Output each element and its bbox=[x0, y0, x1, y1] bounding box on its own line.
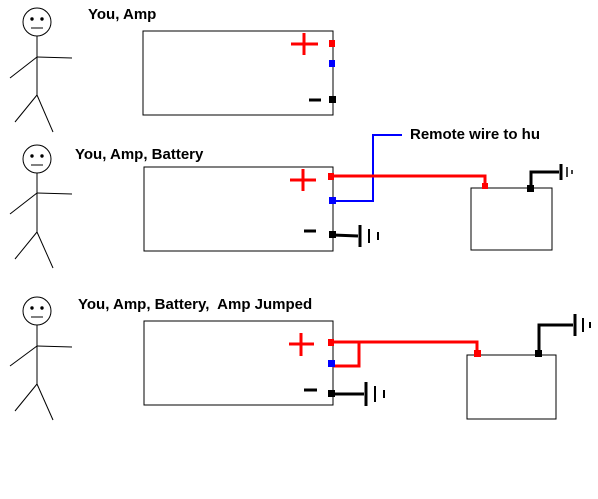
plus-sign bbox=[290, 169, 316, 191]
stick-figure-icon bbox=[9, 7, 73, 133]
stick-figure-icon bbox=[9, 144, 73, 269]
battery-negative-terminal bbox=[527, 185, 534, 192]
remote-terminal bbox=[329, 197, 336, 204]
battery-negative-terminal bbox=[535, 350, 542, 357]
remote-wire bbox=[333, 134, 402, 202]
panel-label: You, Amp, Battery bbox=[75, 146, 204, 163]
ground-symbol-icon bbox=[364, 382, 385, 406]
battery-ground-wire bbox=[537, 323, 573, 355]
battery-ground-wire bbox=[529, 170, 559, 188]
remote-wire-label: Remote wire to hu bbox=[410, 126, 540, 143]
battery-box bbox=[470, 187, 553, 251]
positive-terminal bbox=[328, 173, 334, 180]
ground-terminal bbox=[328, 390, 335, 397]
remote-terminal bbox=[328, 360, 335, 367]
positive-wire bbox=[333, 174, 487, 186]
ground-terminal bbox=[329, 231, 336, 238]
panel-3: You, Amp, Battery, Amp Jumped bbox=[9, 296, 591, 421]
plus-sign bbox=[289, 333, 314, 356]
panel-label: You, Amp, Battery, Amp Jumped bbox=[78, 296, 312, 313]
amp-box bbox=[143, 320, 334, 406]
battery-positive-terminal bbox=[482, 183, 488, 189]
positive-terminal bbox=[328, 339, 334, 346]
positive-terminal bbox=[329, 40, 335, 47]
panel-1: You, Amp bbox=[9, 6, 336, 133]
ground-symbol-icon bbox=[358, 225, 379, 247]
ground-symbol-icon bbox=[573, 314, 591, 336]
panel-label: You, Amp bbox=[88, 6, 156, 23]
panel-2: You, Amp, Battery Remote wire to hu bbox=[9, 126, 573, 269]
ground-symbol-icon bbox=[559, 164, 573, 180]
remote-terminal bbox=[329, 60, 335, 67]
jumper-wire bbox=[333, 342, 361, 368]
battery-positive-terminal bbox=[474, 350, 481, 357]
ground-wire bbox=[332, 233, 359, 238]
positive-wire bbox=[333, 340, 479, 352]
plus-sign bbox=[291, 33, 318, 55]
battery-box bbox=[466, 354, 557, 420]
stick-figure-icon bbox=[9, 296, 73, 421]
ground-terminal bbox=[329, 96, 336, 103]
